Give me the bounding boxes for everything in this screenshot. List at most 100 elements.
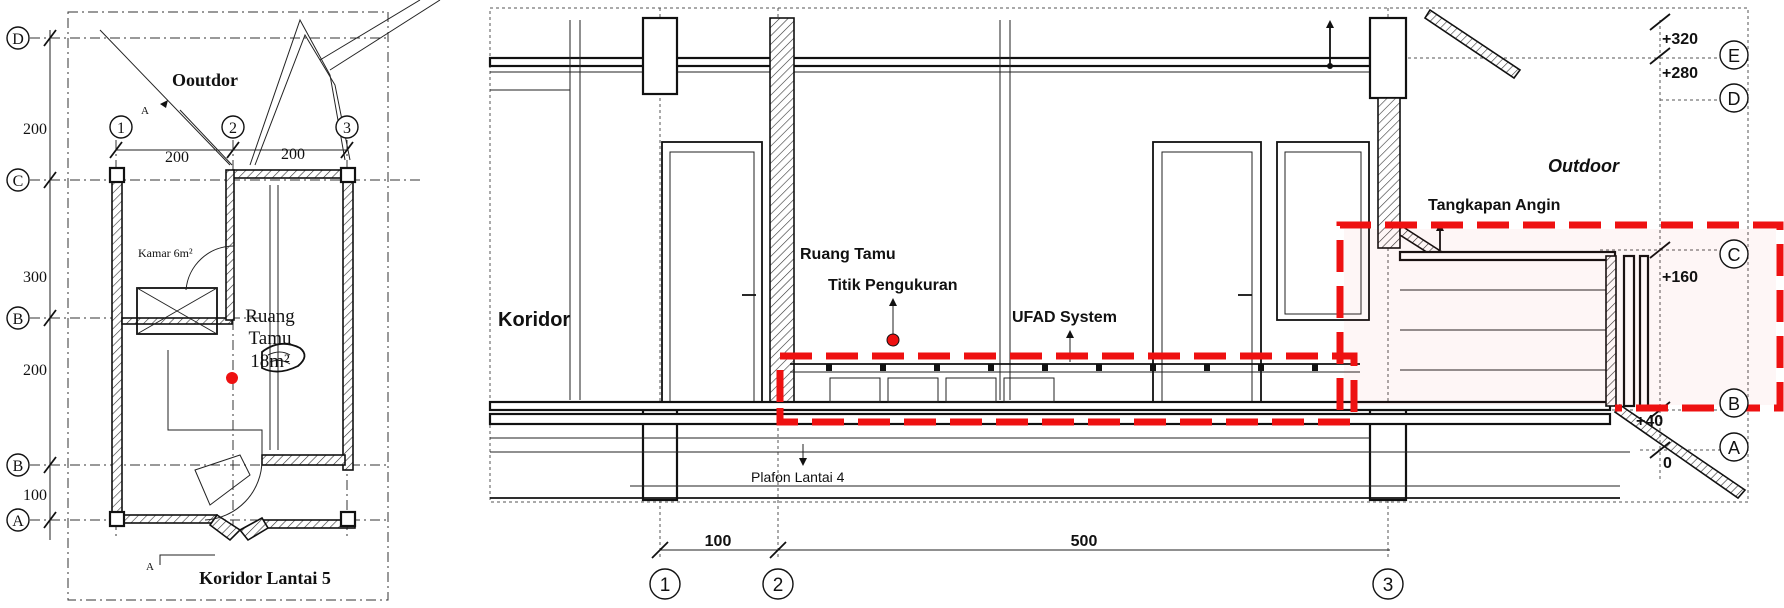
level-label-320: +320: [1662, 31, 1698, 48]
svg-text:D: D: [12, 31, 24, 48]
plan-grid-row-c: C: [6, 168, 30, 192]
section-grid-row-d: D: [1719, 83, 1749, 113]
level-label-280: +280: [1662, 65, 1698, 82]
arrow-up-icon: [889, 298, 897, 306]
level-label-0: 0: [1663, 455, 1672, 472]
section-cut-line: [179, 109, 233, 166]
svg-text:3: 3: [343, 120, 351, 137]
svg-text:1: 1: [660, 575, 671, 596]
svg-text:E: E: [1728, 46, 1740, 66]
column: [108, 510, 126, 528]
floor-plan: D C B B A 1: [6, 0, 441, 601]
section-view: 100 500 1 2 3 E D C B: [488, 7, 1784, 600]
roof-line: [99, 29, 231, 166]
roof-line: [329, 0, 441, 71]
section-grid-col-2: 2: [762, 568, 794, 600]
plan-grid-col-2: 2: [221, 115, 245, 139]
ufad-pedestals: [826, 364, 1318, 403]
wall-left: [111, 169, 123, 526]
bed-line: [136, 287, 218, 335]
column-3-upper: [1368, 16, 1408, 100]
column-2: [769, 17, 795, 411]
plan-tamu-label: Tamu: [249, 328, 292, 349]
plan-dimension-ticks: [109, 141, 354, 159]
section-plafon-label: Plafon Lantai 4: [751, 469, 845, 485]
window-pane: [1284, 151, 1362, 315]
plan-dimension-label: 200: [281, 146, 305, 163]
section-ruang-tamu-label: Ruang Tamu: [800, 246, 896, 263]
column-1-upper: [641, 16, 679, 96]
door-swing: [185, 245, 235, 291]
section-titik-label: Titik Pengukuran: [828, 277, 958, 294]
section-grid-col-1: 1: [649, 568, 681, 600]
balcony-post: [1622, 254, 1636, 408]
door-left-panel: [669, 151, 755, 411]
door-right-panel: [1161, 151, 1253, 411]
wall-corridor: [121, 514, 218, 524]
balcony-post: [1605, 255, 1617, 407]
section-ufad-label: UFAD System: [1012, 309, 1117, 326]
section-outdoor-label: Outdoor: [1548, 156, 1620, 176]
plan-area-label: 18m²: [250, 351, 290, 372]
wall-angled: [208, 513, 242, 542]
bed: [136, 287, 218, 335]
upper-beam: [488, 56, 1372, 68]
svg-text:2: 2: [773, 575, 784, 596]
plan-dimension-label: 200: [23, 362, 47, 379]
section-mark-bottom: A: [146, 561, 154, 573]
measurement-point: [886, 333, 900, 347]
wall-bottom-right: [261, 454, 346, 466]
level-label-40: +40: [1636, 413, 1663, 430]
bottom-dimension-ticks: [651, 541, 787, 559]
plan-grid-row-b2: B: [6, 453, 30, 477]
door-swing: [204, 459, 263, 521]
door-left: [661, 141, 763, 411]
highlight-fill: [1344, 229, 1776, 405]
section-arrow-icon: [160, 100, 168, 108]
section-cut-line: [159, 554, 215, 565]
wall-right: [342, 169, 354, 471]
plan-koridor-label: Koridor Lantai 5: [199, 568, 331, 588]
section-grid-row-b: B: [1719, 388, 1749, 418]
column: [108, 166, 126, 184]
wall-kamar-bottom: [121, 317, 233, 325]
measurement-point: [226, 372, 238, 384]
arrow-down-icon: [799, 458, 807, 466]
svg-text:D: D: [1728, 89, 1741, 109]
svg-text:2: 2: [229, 120, 237, 137]
plan-border: [67, 11, 389, 601]
bottom-dimension-label: 100: [705, 533, 732, 550]
wall-kamar-right: [225, 169, 235, 321]
plan-grid-col-1: 1: [109, 115, 133, 139]
door-swing: [194, 454, 251, 506]
section-grid-row-e: E: [1719, 40, 1749, 70]
arrow-up-icon: [1326, 20, 1334, 28]
ufad-highlight-zone: [776, 352, 1358, 426]
bottom-dimension-label: 500: [1071, 533, 1098, 550]
section-grid-col-3: 3: [1372, 568, 1404, 600]
wall-angled: [238, 516, 270, 542]
svg-text:C: C: [1728, 245, 1741, 265]
plan-dimension-label: 300: [23, 269, 47, 286]
section-mark-top: A: [141, 105, 149, 117]
column: [339, 166, 357, 184]
section-tangkapan-label: Tangkapan Angin: [1428, 197, 1560, 214]
wind-catcher-highlight-zone: [1336, 221, 1784, 412]
plan-grid-row-a: A: [6, 508, 30, 532]
svg-text:1: 1: [117, 120, 125, 137]
plan-grid-col-3: 3: [335, 115, 359, 139]
arrow-up-icon: [1066, 330, 1074, 338]
plan-outdoor-label: Ooutdor: [172, 70, 238, 90]
plan-dimension-label: 100: [23, 487, 47, 504]
plan-grid-row-b1: B: [6, 306, 30, 330]
plan-kamar-label: Kamar 6m²: [138, 246, 193, 260]
plan-dimension-label: 200: [23, 121, 47, 138]
roof-line: [319, 0, 421, 61]
section-grid-row-a: A: [1719, 432, 1749, 462]
plan-grid-ticks: [43, 29, 57, 529]
svg-text:3: 3: [1383, 575, 1394, 596]
svg-text:A: A: [1728, 438, 1740, 458]
furniture-outline: [167, 350, 263, 455]
column-3-mid: [1377, 97, 1401, 249]
svg-text:B: B: [1728, 394, 1740, 414]
